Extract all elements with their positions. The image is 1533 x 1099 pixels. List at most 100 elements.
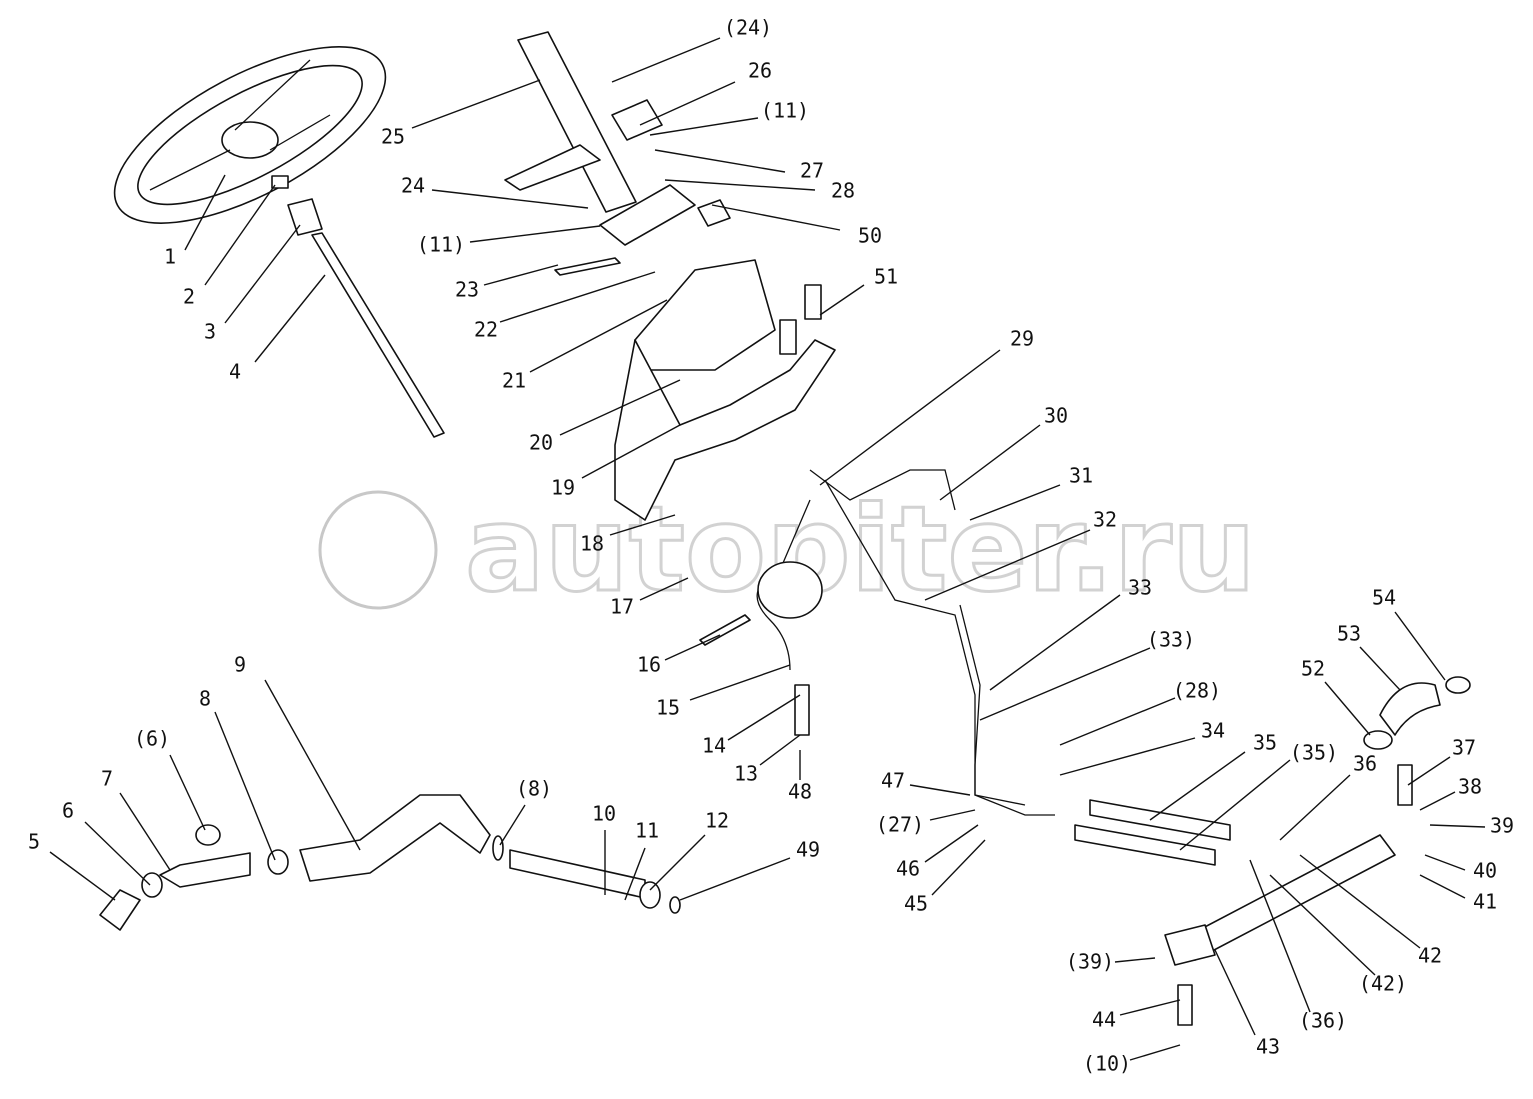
leader-line bbox=[711, 204, 841, 231]
leader-line bbox=[559, 379, 681, 436]
part-callout: 5 bbox=[28, 830, 40, 854]
bolt-5 bbox=[99, 889, 141, 931]
leader-line bbox=[1059, 697, 1176, 746]
clamp-52 bbox=[1363, 730, 1393, 750]
part-callout: 22 bbox=[474, 318, 498, 342]
leader-line bbox=[184, 174, 226, 251]
part-callout: 13 bbox=[734, 762, 758, 786]
leader-line bbox=[909, 784, 971, 796]
leader-line bbox=[1419, 791, 1456, 811]
leader-line bbox=[119, 792, 171, 871]
part-callout: 25 bbox=[381, 125, 405, 149]
pin-44 bbox=[1177, 984, 1193, 1026]
part-callout: 6 bbox=[62, 799, 74, 823]
part-callout: 3 bbox=[204, 320, 216, 344]
leader-line bbox=[1407, 756, 1451, 786]
part-callout: 32 bbox=[1093, 508, 1117, 532]
part-callout: 42 bbox=[1418, 944, 1442, 968]
part-callout: 40 bbox=[1473, 859, 1497, 883]
leader-line bbox=[1059, 737, 1196, 776]
part-callout: 17 bbox=[610, 595, 634, 619]
part-callout: 53 bbox=[1337, 622, 1361, 646]
part-callout: (24) bbox=[724, 16, 772, 40]
steering-wheel-hub bbox=[221, 121, 279, 159]
leader-line bbox=[649, 834, 706, 891]
leader-line bbox=[727, 694, 801, 741]
part-callout: 34 bbox=[1201, 719, 1225, 743]
part-callout: 11 bbox=[635, 819, 659, 843]
part-callout: 31 bbox=[1069, 464, 1093, 488]
part-callout: 26 bbox=[748, 59, 772, 83]
leader-line bbox=[931, 839, 986, 896]
part-callout: 14 bbox=[702, 734, 726, 758]
leader-line bbox=[1114, 957, 1156, 963]
nut-2 bbox=[271, 175, 289, 189]
leader-line bbox=[1119, 999, 1181, 1016]
part-callout: (11) bbox=[761, 99, 809, 123]
parts bbox=[99, 31, 1471, 1026]
part-callout: 37 bbox=[1452, 736, 1476, 760]
part-callout: 49 bbox=[796, 838, 820, 862]
part-callout: 38 bbox=[1458, 775, 1482, 799]
leader-lines bbox=[49, 37, 1486, 1061]
hose-coil bbox=[757, 561, 823, 619]
leader-line bbox=[1394, 611, 1446, 681]
part-callout: 12 bbox=[705, 809, 729, 833]
leader-line bbox=[264, 679, 361, 851]
shaft-4 bbox=[311, 232, 445, 438]
leader-line bbox=[411, 79, 541, 129]
fitting-12 bbox=[639, 881, 661, 909]
part-callout: 19 bbox=[551, 476, 575, 500]
leader-line bbox=[1214, 949, 1256, 1036]
leader-line bbox=[204, 184, 276, 286]
leader-line bbox=[224, 224, 301, 324]
part-callout: 2 bbox=[183, 285, 195, 309]
leader-line bbox=[654, 149, 786, 173]
part-callout: (33) bbox=[1147, 628, 1195, 652]
leader-line bbox=[819, 349, 1001, 486]
part-callout: 18 bbox=[580, 532, 604, 556]
part-callout: 41 bbox=[1473, 890, 1497, 914]
leader-line bbox=[469, 225, 601, 243]
leader-line bbox=[924, 529, 1091, 601]
part-callout: 51 bbox=[874, 265, 898, 289]
leader-line bbox=[431, 189, 589, 209]
part-callout: 28 bbox=[831, 179, 855, 203]
part-callout: 16 bbox=[637, 653, 661, 677]
leader-line bbox=[1179, 759, 1291, 851]
plate-23 bbox=[554, 257, 621, 276]
leader-line bbox=[1279, 774, 1351, 841]
part-callout: 52 bbox=[1301, 657, 1325, 681]
part-callout: 36 bbox=[1353, 752, 1377, 776]
flange-26 bbox=[611, 99, 663, 141]
leader-line bbox=[759, 734, 801, 766]
leader-line bbox=[989, 594, 1121, 691]
part-callout: (28) bbox=[1173, 679, 1221, 703]
leader-line bbox=[499, 804, 526, 846]
part-callout: (10) bbox=[1083, 1052, 1131, 1076]
part-callout: 4 bbox=[229, 360, 241, 384]
leader-line bbox=[664, 634, 721, 661]
leader-line bbox=[611, 37, 721, 83]
part-callout: (8) bbox=[516, 777, 552, 801]
leader-line bbox=[1429, 824, 1486, 828]
part-callout: 7 bbox=[101, 767, 113, 791]
leader-line bbox=[929, 809, 976, 821]
leader-line bbox=[689, 664, 791, 701]
pin-37 bbox=[1397, 764, 1413, 806]
leader-line bbox=[979, 647, 1151, 721]
pipe-33b bbox=[959, 604, 1026, 806]
clamp-8b bbox=[492, 835, 504, 861]
part-callout: 47 bbox=[881, 769, 905, 793]
part-callout: 8 bbox=[199, 687, 211, 711]
leader-line bbox=[939, 424, 1041, 501]
part-callout: 21 bbox=[502, 369, 526, 393]
part-callout: 46 bbox=[896, 857, 920, 881]
part-callout: (6) bbox=[134, 727, 170, 751]
hose-9 bbox=[299, 794, 491, 882]
clamp-54 bbox=[1445, 676, 1471, 694]
leader-line bbox=[84, 821, 151, 886]
part-callout: 24 bbox=[401, 174, 425, 198]
part-callout: 20 bbox=[529, 431, 553, 455]
